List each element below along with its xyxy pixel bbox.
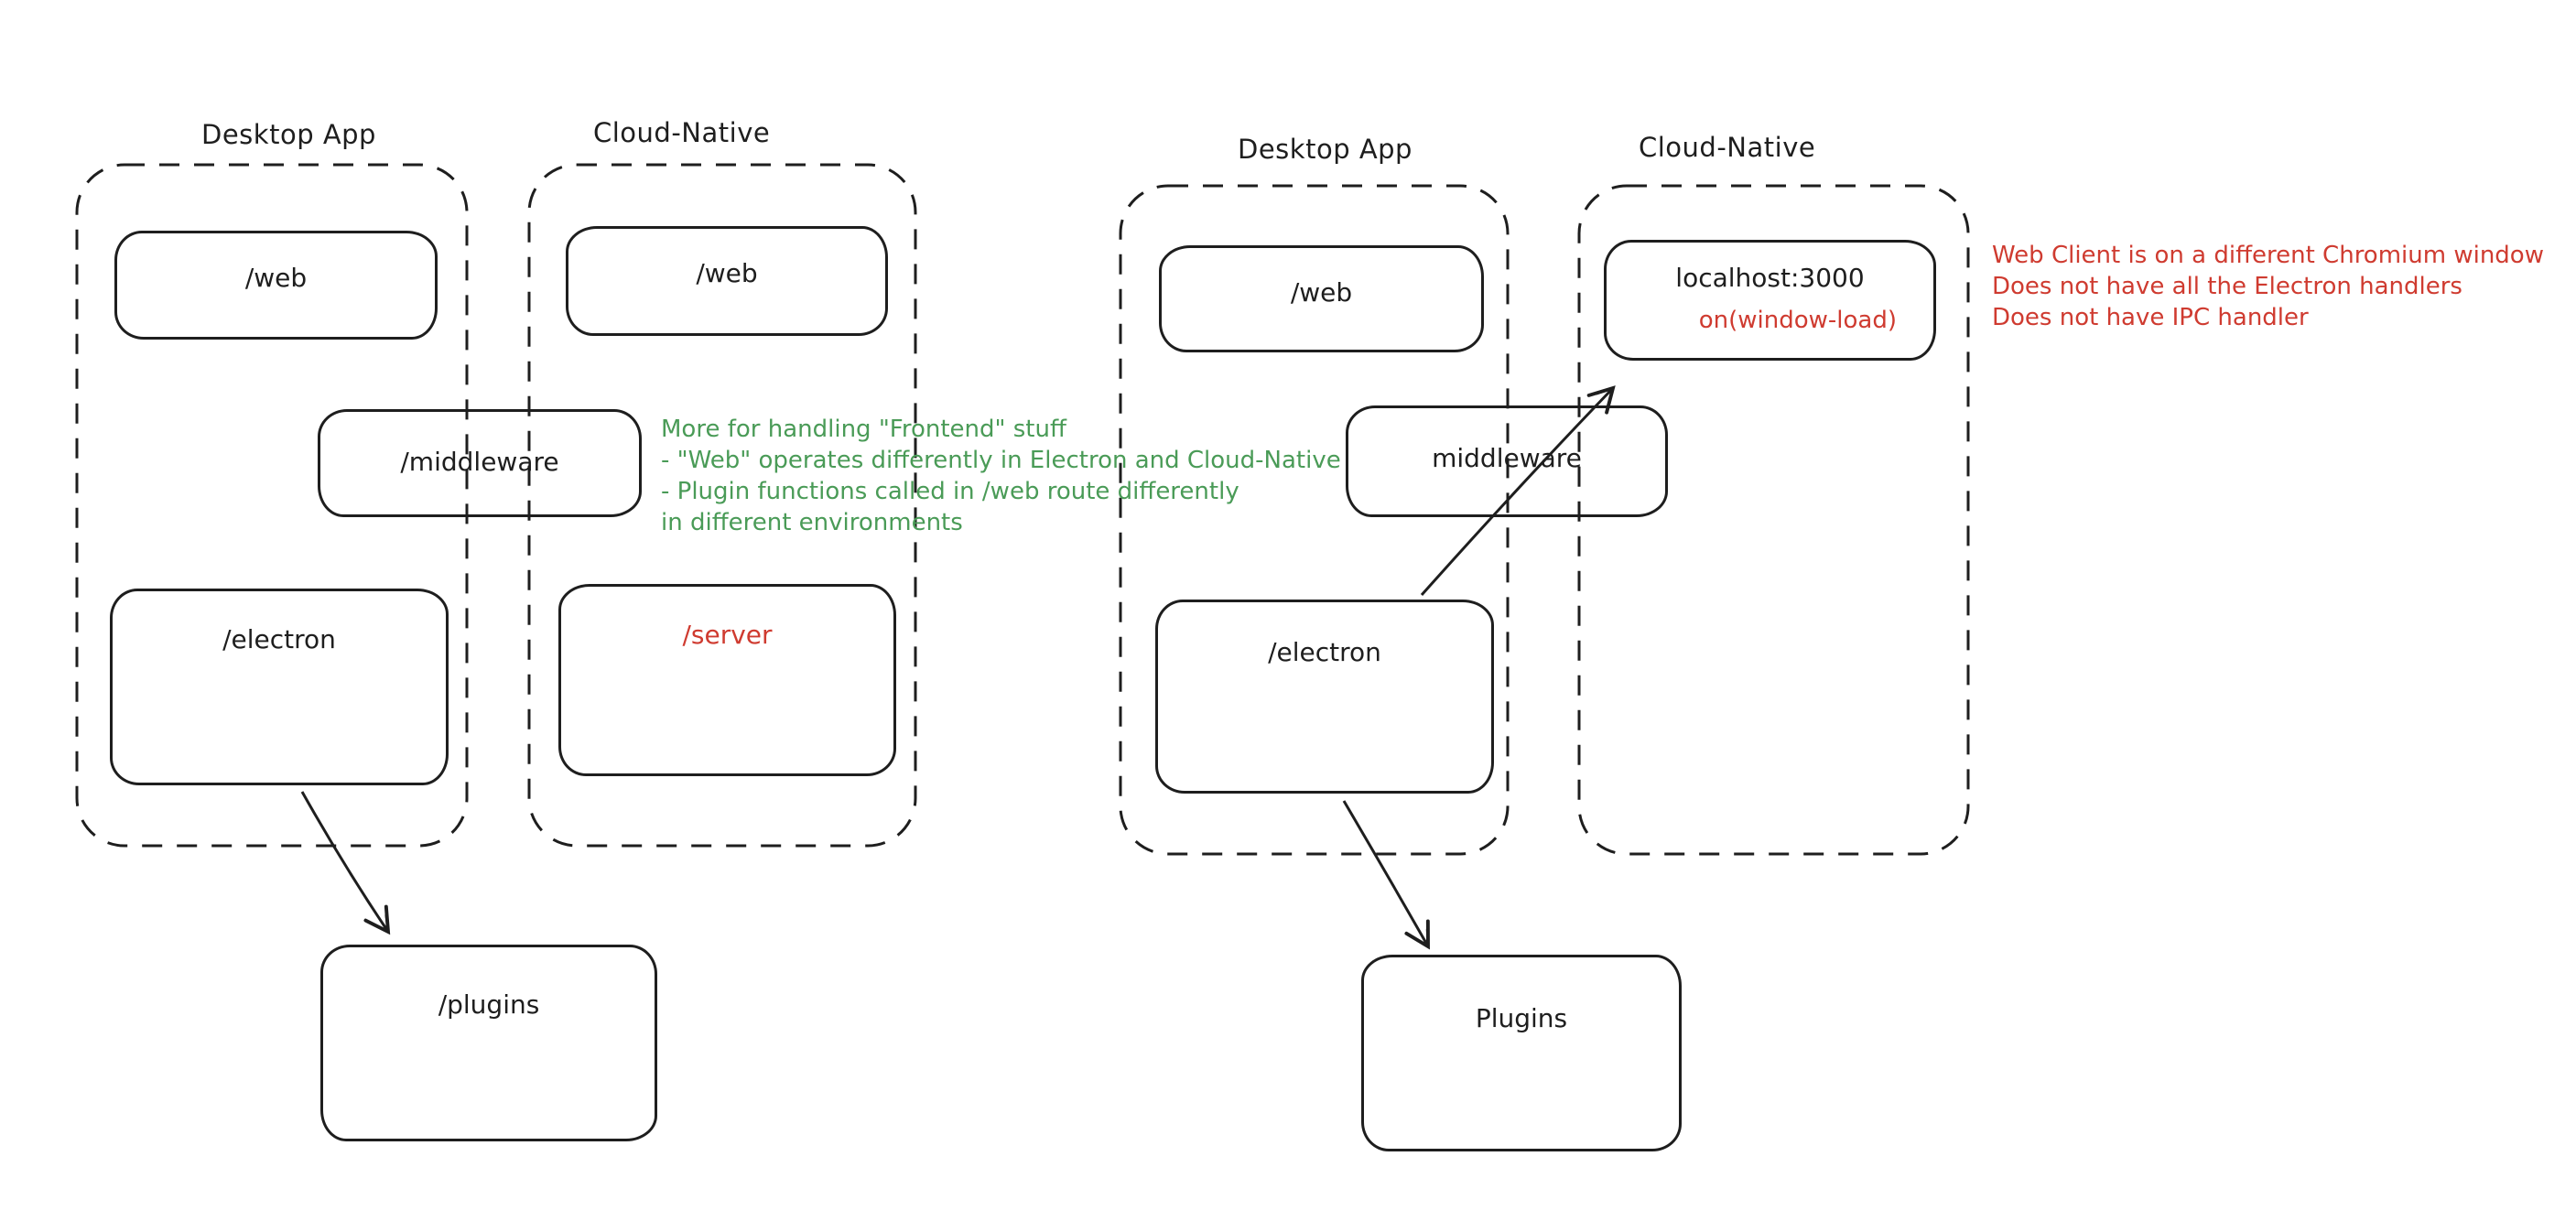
green-note-line: in different environments — [661, 509, 963, 536]
red-note-line: Does not have IPC handler — [1992, 304, 2309, 331]
right-middleware-label: middleware — [1432, 443, 1582, 473]
green-note-line: - Plugin functions called in /web route … — [661, 478, 1239, 505]
left-electron-to-plugins-arrow — [300, 791, 391, 935]
right-middleware-node: middleware — [1346, 405, 1668, 517]
left-plugins-label: /plugins — [438, 989, 540, 1020]
red-note-line: Does not have all the Electron handlers — [1992, 273, 2462, 300]
left-electron-label: /electron — [222, 624, 336, 654]
left-server-label: /server — [682, 620, 773, 650]
left-web-desktop-node: /web — [114, 231, 438, 340]
right-plugins-label: Plugins — [1475, 1003, 1568, 1033]
left-middleware-label: /middleware — [400, 447, 559, 477]
left-desktop-app-label: Desktop App — [201, 119, 376, 150]
localhost-node: localhost:3000 on(window-load) — [1604, 240, 1936, 361]
right-desktop-app-label: Desktop App — [1238, 134, 1412, 165]
green-note-line: - "Web" operates differently in Electron… — [661, 447, 1341, 474]
right-electron-to-plugins-arrow — [1342, 800, 1430, 950]
localhost-label: localhost:3000 — [1675, 263, 1865, 293]
left-web-cloud-node: /web — [566, 226, 888, 336]
left-middleware-node: /middleware — [318, 409, 642, 517]
right-web-node: /web — [1159, 245, 1484, 352]
right-web-label: /web — [1290, 277, 1353, 308]
red-note: Web Client is on a different Chromium wi… — [1992, 240, 2544, 333]
green-note: More for handling "Frontend" stuff - "We… — [661, 414, 1341, 538]
left-server-node: /server — [558, 584, 896, 776]
right-electron-node: /electron — [1155, 600, 1494, 794]
red-note-line: Web Client is on a different Chromium wi… — [1992, 242, 2544, 269]
right-plugins-node: Plugins — [1361, 955, 1682, 1151]
left-electron-node: /electron — [110, 589, 449, 785]
on-window-load-label: on(window-load) — [1698, 307, 1897, 334]
green-note-line: More for handling "Frontend" stuff — [661, 416, 1066, 443]
left-plugins-node: /plugins — [320, 945, 657, 1141]
right-cloud-native-label: Cloud-Native — [1639, 132, 1816, 163]
right-electron-label: /electron — [1268, 637, 1381, 667]
left-cloud-native-label: Cloud-Native — [593, 117, 771, 148]
left-web-cloud-label: /web — [696, 258, 758, 288]
left-web-desktop-label: /web — [244, 263, 308, 293]
